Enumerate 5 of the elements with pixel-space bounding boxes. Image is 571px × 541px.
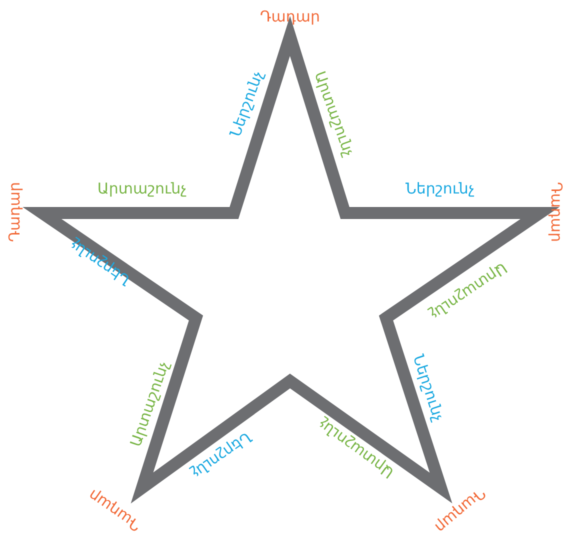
inhale-label: Ներշունչ (405, 182, 475, 196)
exhale-label: Արտաշունչ (97, 182, 187, 196)
pause-label: Դադար (8, 182, 22, 242)
pause-label: Դադար (260, 10, 320, 24)
pause-label: Դադար (548, 182, 564, 242)
